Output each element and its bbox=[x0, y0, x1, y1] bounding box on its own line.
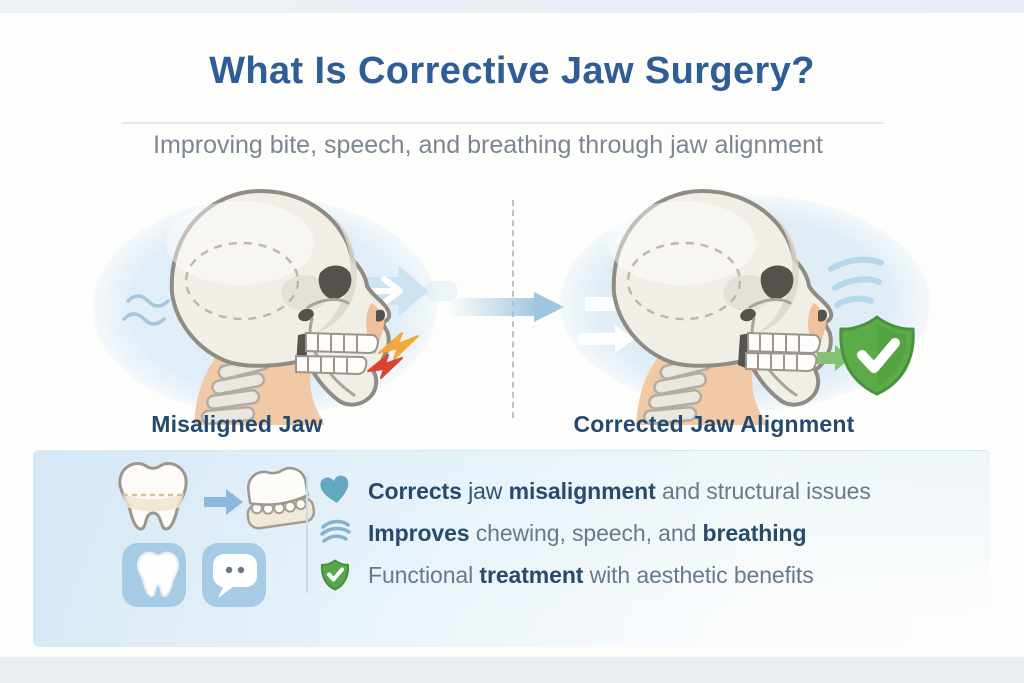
benefit-text-segment: Corrects bbox=[368, 477, 462, 504]
benefit-text-segment: and structural issues bbox=[655, 477, 871, 504]
heart-icon bbox=[320, 475, 349, 503]
benefit-text-segment: misalignment bbox=[508, 477, 656, 504]
benefit-row: Improves chewing, speech, and breathing bbox=[318, 512, 871, 554]
benefit-text: Corrects jaw misalignment and structural… bbox=[368, 478, 871, 505]
soft-wave-icon bbox=[122, 294, 170, 326]
benefit-text-segment: Functional bbox=[368, 561, 480, 588]
benefits-list-divider bbox=[306, 477, 308, 593]
benefit-text-segment: treatment bbox=[479, 561, 584, 588]
top-accent-band bbox=[0, 0, 1024, 13]
pain-bolt-red-icon bbox=[367, 354, 403, 379]
corrected-jaw-label: Corrected Jaw Alignment bbox=[573, 411, 855, 437]
benefit-text: Functional treatment with aesthetic bene… bbox=[368, 562, 814, 589]
breath-waves-icon bbox=[828, 256, 884, 308]
misaligned-jaw-label: Misaligned Jaw bbox=[151, 411, 323, 437]
benefit-text-segment: chewing, speech, and bbox=[469, 519, 703, 546]
bottom-accent-band bbox=[0, 657, 1024, 683]
dental-icon-cluster bbox=[118, 461, 316, 607]
benefits-list: Corrects jaw misalignment and structural… bbox=[318, 470, 871, 596]
benefit-text-segment: jaw bbox=[461, 477, 509, 504]
misaligned-skull-illustration bbox=[93, 189, 458, 425]
tooth-with-bite-line-icon bbox=[118, 461, 188, 531]
title-divider bbox=[122, 122, 884, 124]
benefits-panel bbox=[33, 450, 990, 647]
arrow-right-icon bbox=[204, 489, 243, 515]
benefit-text-segment: with aesthetic benefits bbox=[583, 561, 814, 588]
speech-bubble-badge-icon bbox=[202, 543, 266, 607]
pain-bolt-orange-icon bbox=[378, 332, 419, 360]
airflow-waves-icon bbox=[320, 519, 351, 543]
transition-arrow-icon bbox=[446, 292, 564, 322]
pain-bolt-icons bbox=[367, 332, 419, 379]
shield-check-icon bbox=[320, 559, 350, 591]
benefit-text: Improves chewing, speech, and breathing bbox=[368, 519, 807, 547]
aligned-bite-icon bbox=[246, 466, 316, 530]
benefit-text-segment: Improves bbox=[368, 519, 470, 546]
tooth-badge-icon bbox=[122, 543, 186, 607]
shield-check-icon bbox=[839, 315, 915, 396]
benefit-row: Corrects jaw misalignment and structural… bbox=[318, 470, 871, 512]
page-title: What Is Corrective Jaw Surgery? bbox=[209, 50, 815, 92]
page-subtitle: Improving bite, speech, and breathing th… bbox=[153, 131, 823, 159]
corrected-skull-illustration bbox=[560, 189, 930, 425]
benefit-text-segment: breathing bbox=[702, 519, 807, 546]
benefit-row: Functional treatment with aesthetic bene… bbox=[318, 554, 871, 596]
